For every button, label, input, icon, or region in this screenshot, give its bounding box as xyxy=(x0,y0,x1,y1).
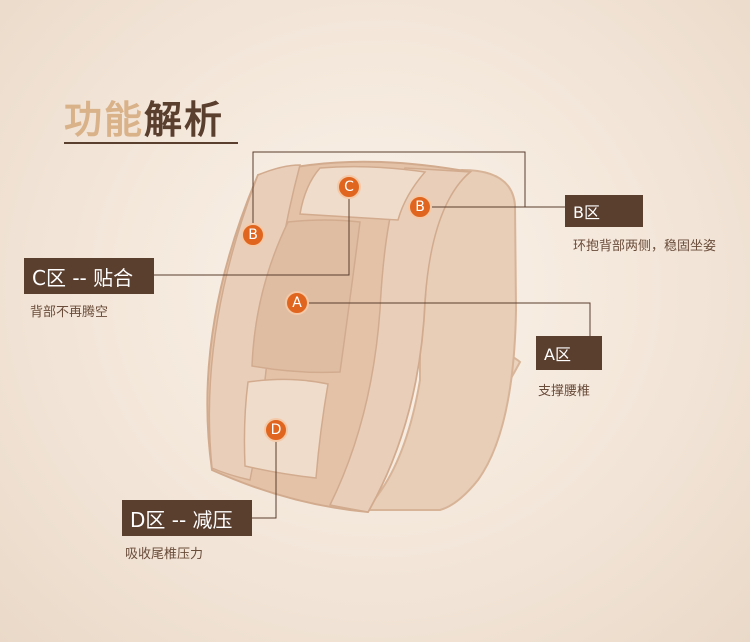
marker-b-left-circle xyxy=(241,223,265,247)
title-underline xyxy=(64,142,238,144)
marker-c: C xyxy=(337,175,361,199)
cushion-right-wing xyxy=(328,167,472,513)
zone-b-label: B区 xyxy=(565,195,643,227)
title-part-light: 功能 xyxy=(64,98,145,142)
marker-d-circle xyxy=(264,418,288,442)
marker-b-left: B xyxy=(241,223,265,247)
zone-d-label: D区 -- 减压 xyxy=(122,500,252,536)
marker-a-circle xyxy=(285,291,309,315)
zone-a-label: A区 xyxy=(536,336,602,370)
title-part-dark: 解析 xyxy=(144,98,225,142)
marker-b-right: B xyxy=(408,195,432,219)
marker-a-letter: A xyxy=(292,295,302,311)
leader-c xyxy=(154,187,350,276)
marker-c-circle xyxy=(337,175,361,199)
zone-c-label: C区 -- 贴合 xyxy=(24,258,154,294)
zone-b-desc: 环抱背部两侧，稳固坐姿 xyxy=(573,239,717,254)
zone-a-desc: 支撑腰椎 xyxy=(538,384,591,399)
zone-c-desc: 背部不再腾空 xyxy=(30,305,109,320)
marker-d-letter: D xyxy=(271,422,282,438)
leader-a xyxy=(297,302,591,336)
marker-b-right-letter: B xyxy=(415,199,425,215)
panel-c xyxy=(299,165,427,221)
marker-d: D xyxy=(264,418,288,442)
leader-lines xyxy=(154,151,591,519)
leader-d xyxy=(252,430,277,519)
marker-b-left-letter: B xyxy=(248,227,258,243)
zone-d-desc: 吸收尾椎压力 xyxy=(125,547,204,562)
marker-a: A xyxy=(285,291,309,315)
marker-b-right-circle xyxy=(408,195,432,219)
marker-c-letter: C xyxy=(344,179,354,195)
page-title: 功能解析 xyxy=(64,96,224,144)
